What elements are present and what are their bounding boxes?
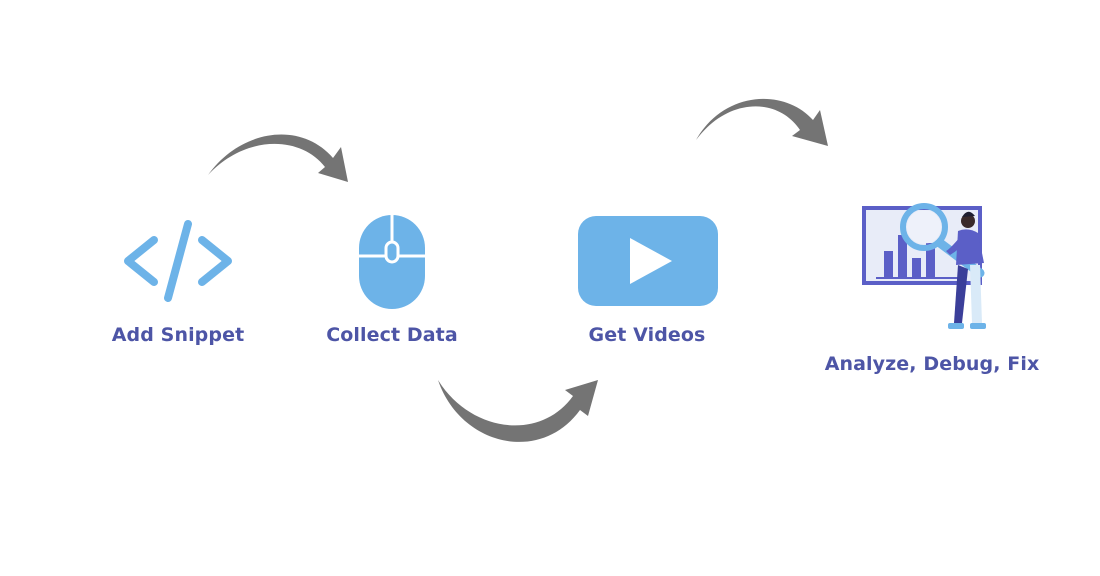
step-label-analyze-debug-fix: Analyze, Debug, Fix: [824, 353, 1040, 375]
step-label-collect-data: Collect Data: [326, 324, 458, 346]
analyst-illustration: [862, 203, 986, 329]
step-label-get-videos: Get Videos: [588, 324, 706, 346]
arrow-snippet-to-collect: [208, 134, 348, 182]
arrow-videos-to-analyze: [696, 98, 828, 146]
play-icon: [578, 216, 718, 306]
mouse-icon: [359, 215, 425, 309]
arrow-collect-to-videos: [438, 380, 598, 442]
step-label-add-snippet: Add Snippet: [111, 324, 245, 346]
code-icon: [124, 220, 232, 302]
